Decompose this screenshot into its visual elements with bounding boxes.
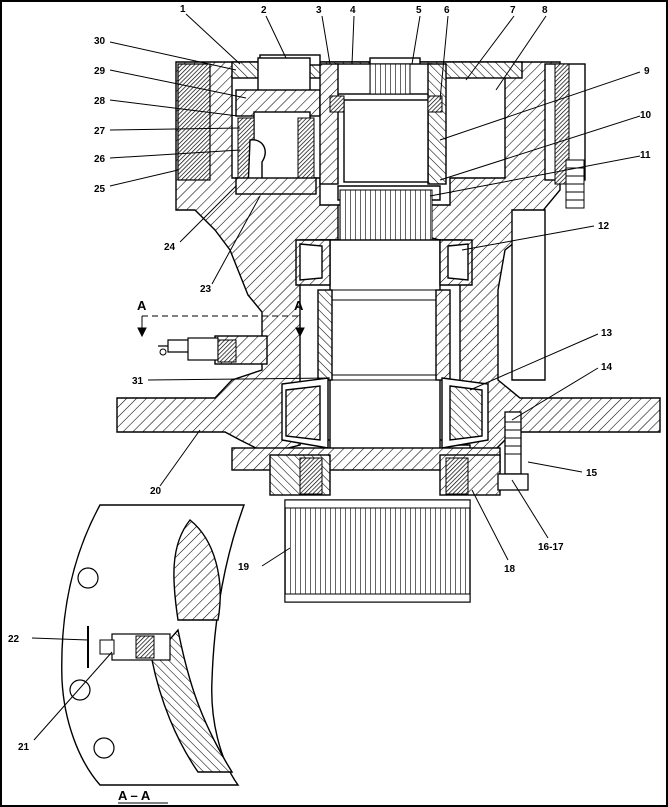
callout-9: 9 [644,66,650,77]
seal-retainer [231,447,501,496]
sun-gear-assembly [319,63,447,241]
callout-3: 3 [316,5,322,16]
mid-sleeve-right [435,289,451,381]
callout-1: 1 [180,4,186,15]
planet-gear-left [235,57,321,195]
callout-24: 24 [164,242,176,253]
callout-10: 10 [640,110,652,121]
callout-12: 12 [598,221,610,232]
left-ring-segment [177,63,211,181]
callout-20: 20 [150,486,162,497]
section-marker-right: A [294,298,304,313]
callout-28: 28 [94,96,106,107]
callout-6: 6 [444,5,450,16]
callout-7: 7 [510,5,516,16]
callout-14: 14 [601,362,613,373]
grease-fitting [158,335,268,365]
callout-22: 22 [8,634,20,645]
callout-15: 15 [586,468,598,479]
right-ring-segment [544,63,586,209]
callout-18: 18 [504,564,516,575]
callout-19: 19 [238,562,250,573]
callout-27: 27 [94,126,106,137]
section-marker-group: A A [137,298,305,338]
callout-26: 26 [94,154,106,165]
callout-11: 11 [640,150,651,161]
callout-31: 31 [132,376,144,387]
callout-8: 8 [542,5,548,16]
callout-labels: 1 2 3 4 5 6 7 8 9 10 11 12 13 14 15 16-1… [8,4,652,753]
section-marker-left: A [137,298,147,313]
callout-16-17: 16-17 [538,542,564,553]
callout-2: 2 [261,5,267,16]
output-shaft [329,239,441,453]
callout-5: 5 [416,5,422,16]
leader-lines [31,13,641,741]
pinion-gear [284,499,471,603]
upper-bearing [295,239,473,286]
callout-21: 21 [18,742,30,753]
callout-23: 23 [200,284,212,295]
callout-29: 29 [94,66,106,77]
lower-bearing [281,377,489,449]
callout-25: 25 [94,184,106,195]
section-view-title: A – A [118,788,151,803]
mid-sleeve-left [317,289,333,381]
callout-30: 30 [94,36,106,47]
callout-13: 13 [601,328,613,339]
section-view: A – A [61,504,245,804]
callout-4: 4 [350,5,356,16]
